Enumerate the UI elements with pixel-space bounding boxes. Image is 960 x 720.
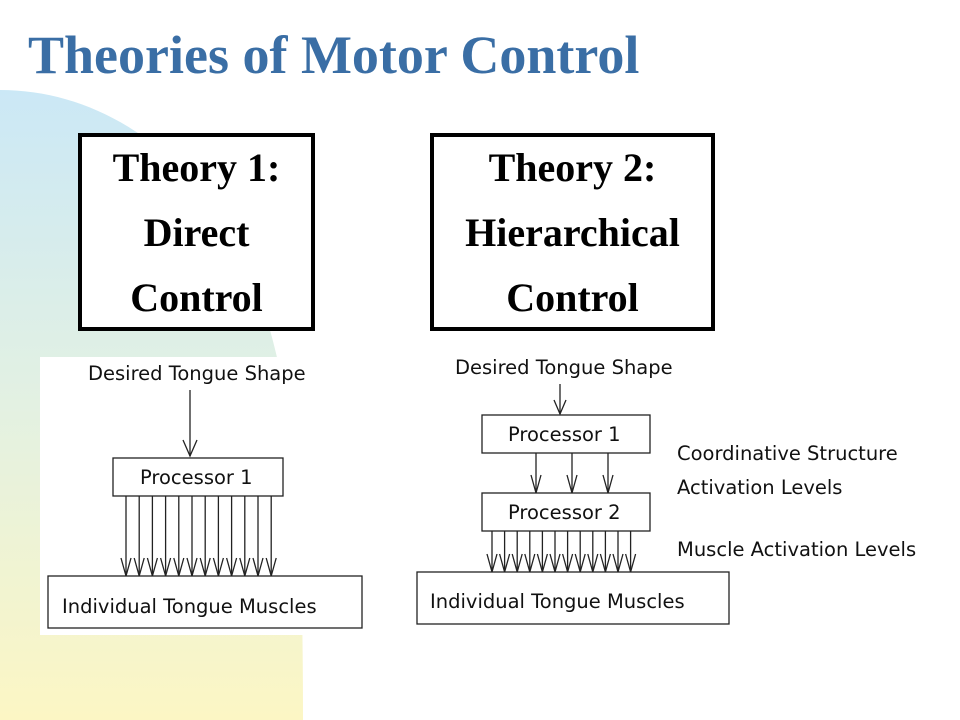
diagram-2-muscle-arrow <box>599 531 612 575</box>
diagram-1-output-box <box>47 575 363 629</box>
diagram-2-muscle-arrows <box>486 531 637 575</box>
diagram-2-processor-2-label: Processor 2 <box>508 501 621 524</box>
diagram-2-muscle-arrow <box>587 531 599 575</box>
diagram-2-coordinative-arrow <box>530 453 542 496</box>
diagram-1-processor-label: Processor 1 <box>140 466 253 489</box>
diagram-2-input-arrowhead <box>553 399 567 416</box>
theory-1-heading: Theory 1: <box>112 144 281 190</box>
diagram-2-muscle-arrow <box>549 531 561 575</box>
theory-2-line2: Hierarchical <box>465 209 680 255</box>
diagram-2-muscle-arrow <box>511 531 523 575</box>
page-title: Theories of Motor Control <box>28 25 640 85</box>
diagram-2-output-label: Individual Tongue Muscles <box>430 590 685 613</box>
diagram-2-muscle-arrow <box>498 531 511 575</box>
theory-2-line3: Control <box>506 274 639 320</box>
diagram-2-muscle-arrow <box>524 531 536 575</box>
diagram-2-coord-label-line2: Activation Levels <box>677 476 842 499</box>
diagram-1-input-arrowhead <box>182 439 198 458</box>
diagram-2-muscle-arrow <box>536 531 549 575</box>
theory-2-box: Theory 2: Hierarchical Control <box>430 133 715 331</box>
theory-1-box: Theory 1: Direct Control <box>78 133 315 331</box>
diagram-2-coord-label-line1: Coordinative Structure <box>677 442 898 465</box>
theory-1-line2: Direct <box>143 209 250 255</box>
theory-2-heading: Theory 2: <box>488 144 657 190</box>
diagram-2-coordinative-arrow <box>566 453 578 496</box>
diagram-2-processor-1-box <box>481 414 651 454</box>
diagram-2-input-label: Desired Tongue Shape <box>455 356 673 379</box>
diagram-2-coordinative-arrow <box>602 453 614 496</box>
diagram-2-muscle-label: Muscle Activation Levels <box>677 538 916 561</box>
theory-1-line3: Control <box>130 274 263 320</box>
diagram-1-processor-box <box>112 457 284 497</box>
diagram-2-muscle-arrow <box>486 531 498 575</box>
diagram-2-muscle-arrow <box>574 531 586 575</box>
diagram-2-muscle-arrow <box>624 531 637 575</box>
diagram-2-muscle-arrow <box>612 531 624 575</box>
diagram-2-coordinative-arrows <box>530 453 614 496</box>
diagram-1-output-label: Individual Tongue Muscles <box>62 595 317 618</box>
diagram-2-output-box <box>416 571 730 625</box>
diagram-2-muscle-arrow <box>561 531 574 575</box>
diagram-2-processor-2-box <box>481 492 651 532</box>
diagram-2-processor-1-label: Processor 1 <box>508 423 621 446</box>
diagram-1-input-label: Desired Tongue Shape <box>88 362 306 385</box>
